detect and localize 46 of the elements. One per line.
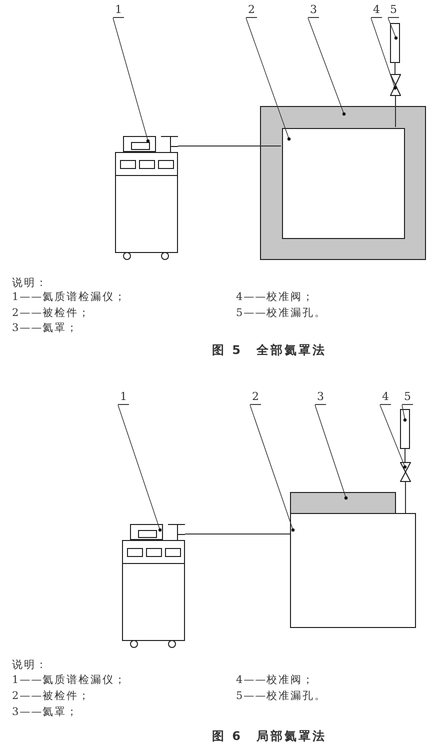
legend-item: 4——校准阀； (236, 674, 315, 687)
pipe-line (405, 482, 406, 514)
calibrated-leak-box (390, 23, 400, 63)
callout-number: 1 (113, 4, 124, 18)
test-piece-box (282, 128, 405, 239)
valve-symbol (400, 462, 411, 482)
callout-number: 5 (402, 391, 413, 405)
test-piece-box (290, 513, 416, 628)
leader-line (118, 404, 162, 532)
leader-line (380, 404, 407, 469)
callout-number: 1 (118, 391, 129, 405)
legend-item: 4——校准阀； (236, 291, 315, 304)
hood-box (260, 106, 426, 260)
legend-item: 1——氦质谱检漏仪； (12, 674, 127, 687)
callout-number: 2 (250, 391, 261, 405)
legend-item: 5——校准漏孔。 (236, 690, 327, 703)
legend-item: 2——被检件； (12, 690, 91, 703)
pipe-line (394, 62, 396, 74)
callout-number: 4 (380, 391, 391, 405)
leader-line (246, 18, 291, 141)
figure-caption: 图 5 全部氦罩法 (212, 344, 327, 357)
callout-number: 4 (371, 4, 382, 18)
leader-line (402, 404, 407, 422)
leader-line (388, 18, 398, 40)
valve-symbol (390, 74, 401, 96)
legend-item: 3——氦罩； (12, 706, 79, 719)
calibrated-leak-box (400, 409, 410, 449)
leader-line (370, 18, 397, 90)
callout-number: 5 (388, 4, 399, 18)
legend-item: 5——校准漏孔。 (236, 307, 327, 320)
pipe-line (395, 96, 396, 128)
leader-line (250, 404, 295, 532)
legend-item: 2——被检件； (12, 307, 91, 320)
legend-heading: 说明： (12, 659, 48, 672)
callout-number: 2 (246, 4, 257, 18)
hood-box (290, 492, 396, 514)
callout-number: 3 (308, 4, 319, 18)
pipe-line (404, 448, 406, 462)
leader-line (308, 18, 346, 116)
callout-number: 3 (315, 391, 326, 405)
leader-line (314, 404, 348, 500)
figure-caption: 图 6 局部氦罩法 (212, 730, 327, 743)
leader-line (112, 18, 150, 143)
legend-heading: 说明： (12, 277, 48, 290)
legend-item: 1——氦质谱检漏仪； (12, 291, 127, 304)
legend-item: 3——氦罩； (12, 322, 79, 335)
